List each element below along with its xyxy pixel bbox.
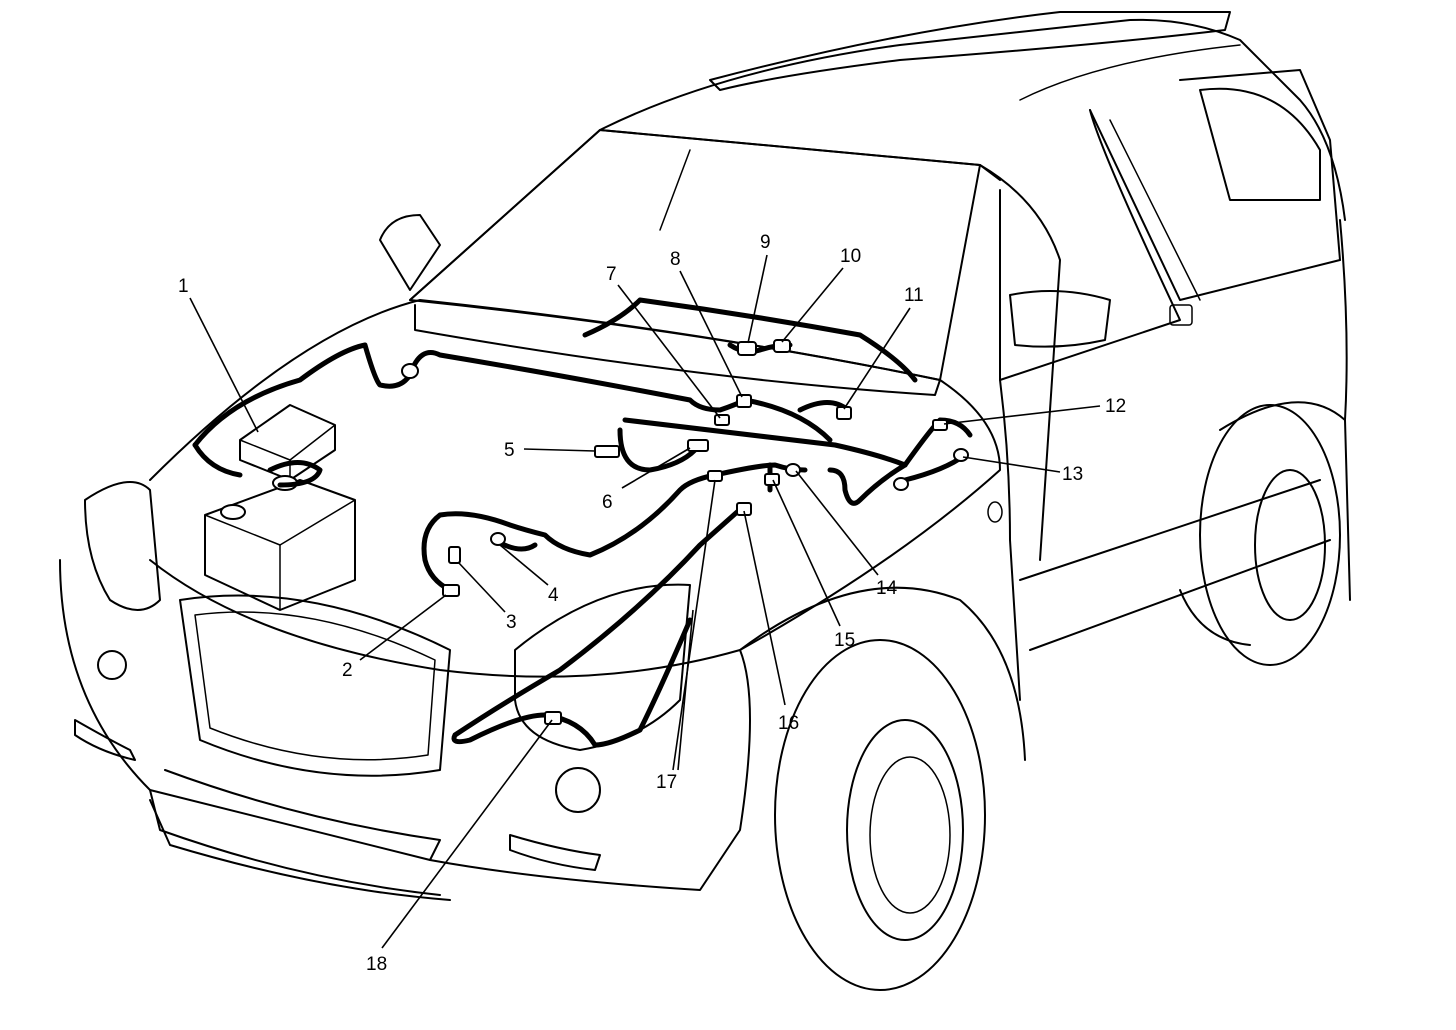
callout-15: 15	[834, 630, 855, 651]
fuse-box	[239, 404, 336, 481]
engine-bay-components	[204, 404, 356, 611]
callout-4: 4	[548, 585, 559, 606]
callout-10: 10	[840, 246, 861, 267]
connector-4	[490, 532, 506, 546]
callout-3: 3	[506, 612, 517, 633]
connector-13	[953, 448, 969, 462]
vehicle-outline	[59, 11, 1351, 991]
callout-17: 17	[656, 772, 677, 793]
callout-12: 12	[1105, 396, 1126, 417]
connector-17	[707, 470, 723, 482]
connectors	[401, 339, 969, 725]
callout-16: 16	[778, 713, 799, 734]
callout-14: 14	[876, 578, 898, 599]
connector-14	[785, 463, 801, 477]
connector-12	[932, 419, 948, 431]
callout-5: 5	[504, 440, 515, 461]
battery	[204, 479, 356, 611]
callout-labels: 1 2 3 4 5 6 7 8 9 10 11 12 13 14 15 16 1…	[178, 232, 1126, 975]
connector-9	[737, 341, 757, 356]
callout-6: 6	[602, 492, 613, 513]
connector-8	[736, 394, 752, 408]
callout-1: 1	[178, 276, 189, 297]
callout-7: 7	[606, 264, 617, 285]
connector-7	[714, 414, 730, 426]
connector-2	[442, 584, 460, 597]
callout-8: 8	[670, 249, 681, 270]
leader-lines	[189, 254, 1101, 949]
callout-11: 11	[904, 285, 924, 306]
connector-11	[836, 406, 852, 420]
wiring-harness	[192, 297, 973, 748]
connector-5	[594, 445, 620, 458]
connector-16	[736, 502, 752, 516]
connector-3	[448, 546, 461, 564]
connector-18	[544, 711, 562, 725]
callout-13: 13	[1062, 464, 1083, 485]
connector-10	[773, 339, 791, 353]
callout-9: 9	[760, 232, 771, 253]
connector-15	[764, 473, 780, 486]
connector-6	[687, 439, 709, 452]
callout-2: 2	[342, 660, 353, 681]
callout-18: 18	[366, 954, 387, 975]
